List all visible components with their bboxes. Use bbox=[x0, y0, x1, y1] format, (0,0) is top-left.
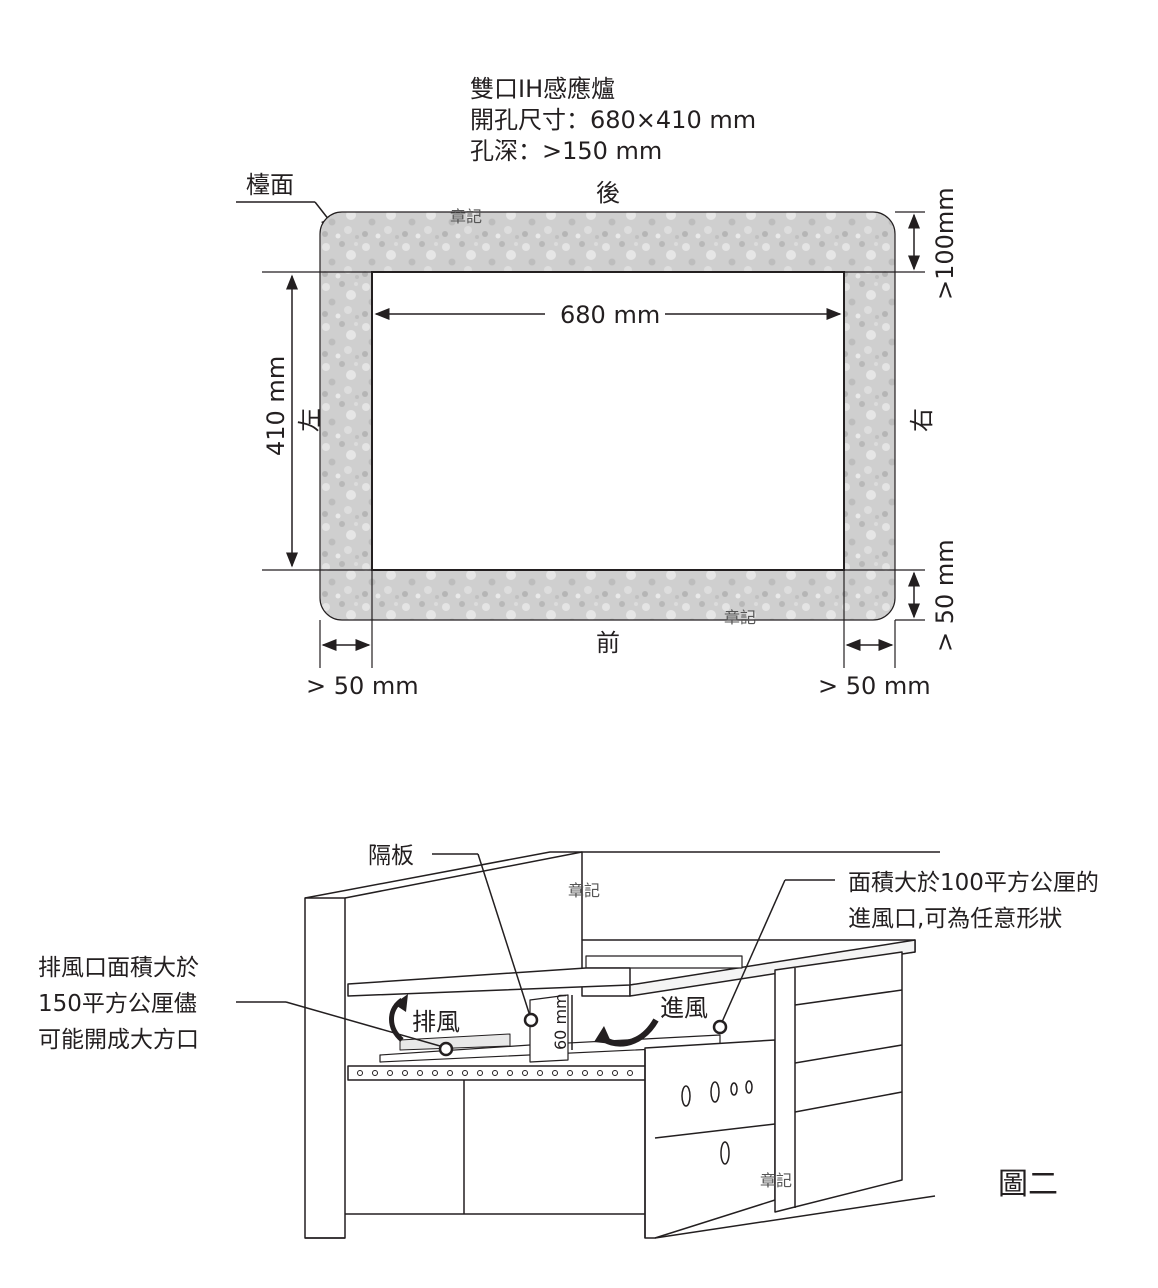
control-knob-icon bbox=[710, 1081, 720, 1103]
watermark: 章記 bbox=[724, 608, 756, 627]
intake-label: 進風 bbox=[660, 994, 708, 1022]
partition-leader bbox=[477, 853, 531, 1017]
intake-arrowhead-icon bbox=[594, 1026, 612, 1044]
control-knob-icon bbox=[730, 1082, 738, 1096]
drawer-split-line bbox=[654, 1123, 776, 1139]
countertop-front-edge bbox=[629, 939, 916, 997]
left-shelf-board bbox=[347, 967, 631, 997]
watermark: 章記 bbox=[760, 1171, 792, 1190]
control-knob-icon bbox=[745, 1080, 753, 1094]
watermark: 章記 bbox=[450, 207, 482, 226]
left-label: 左 bbox=[296, 408, 324, 432]
back-clearance: >100mm bbox=[931, 187, 959, 300]
cabinet-top-edge bbox=[304, 851, 582, 899]
cooktop-cutout-plan: 雙口IH感應爐 開孔尺寸：680×410 mm 孔深：>150 mm 檯面 後 … bbox=[236, 75, 959, 700]
front-clearance: > 50 mm bbox=[931, 539, 959, 652]
cooktop-recess bbox=[585, 955, 743, 969]
figure-label: 圖二 bbox=[998, 1167, 1058, 1202]
back-label: 後 bbox=[596, 179, 620, 207]
cutout-size-text: 開孔尺寸：680×410 mm bbox=[470, 106, 756, 134]
product-title: 雙口IH感應爐 bbox=[470, 75, 615, 103]
plinth-line bbox=[654, 1195, 936, 1239]
right-label: 右 bbox=[908, 408, 936, 432]
exhaust-marker-icon bbox=[438, 1041, 454, 1057]
intake-leader bbox=[721, 879, 786, 1023]
drawer-handle-icon bbox=[720, 1141, 730, 1165]
rail-holes bbox=[357, 1070, 633, 1076]
intake-note-line1: 面積大於100平方公厘的 bbox=[848, 870, 1099, 896]
cutout-depth-text: 孔深：>150 mm bbox=[470, 137, 662, 165]
partition-marker-icon bbox=[523, 1012, 539, 1028]
left-clearance: > 50 mm bbox=[306, 672, 419, 700]
drawer-line-1 bbox=[794, 989, 903, 1006]
oven-front-panel bbox=[644, 1039, 776, 1239]
countertop-label: 檯面 bbox=[246, 171, 294, 199]
exhaust-arrowhead-icon bbox=[394, 994, 408, 1012]
exhaust-leader bbox=[285, 1001, 441, 1047]
drawer-line-3 bbox=[794, 1091, 903, 1113]
gap-dimension: 60 mm bbox=[551, 993, 570, 1050]
cabinet-left-side bbox=[304, 897, 346, 1239]
watermark: 章記 bbox=[568, 881, 600, 900]
exhaust-opening bbox=[399, 1033, 511, 1051]
partition-board bbox=[529, 994, 569, 1063]
intake-note-line2: 進風口,可為任意形狀 bbox=[848, 906, 1062, 932]
right-clearance: > 50 mm bbox=[818, 672, 931, 700]
exhaust-note-line1: 排風口面積大於 bbox=[38, 955, 199, 981]
exhaust-note-line3: 可能開成大方口 bbox=[38, 1027, 199, 1053]
intake-marker-icon bbox=[712, 1019, 728, 1035]
exhaust-note-line2: 150平方公厘儘 bbox=[38, 991, 197, 1017]
height-dimension: 410 mm bbox=[262, 356, 290, 456]
cutout-opening bbox=[371, 271, 845, 571]
right-drawer-stack bbox=[774, 951, 903, 1213]
exhaust-label: 排風 bbox=[412, 1008, 460, 1036]
width-dimension: 680 mm bbox=[560, 301, 660, 329]
drawer-line-2 bbox=[794, 1044, 903, 1064]
front-label: 前 bbox=[596, 629, 620, 657]
control-knob-icon bbox=[681, 1085, 691, 1107]
cabinet-ventilation-diagram: 隔板 面積大於100平方公厘的 進風口,可為任意形狀 排風口面積大於 150平方… bbox=[38, 843, 1099, 1239]
partition-label: 隔板 bbox=[368, 843, 414, 869]
